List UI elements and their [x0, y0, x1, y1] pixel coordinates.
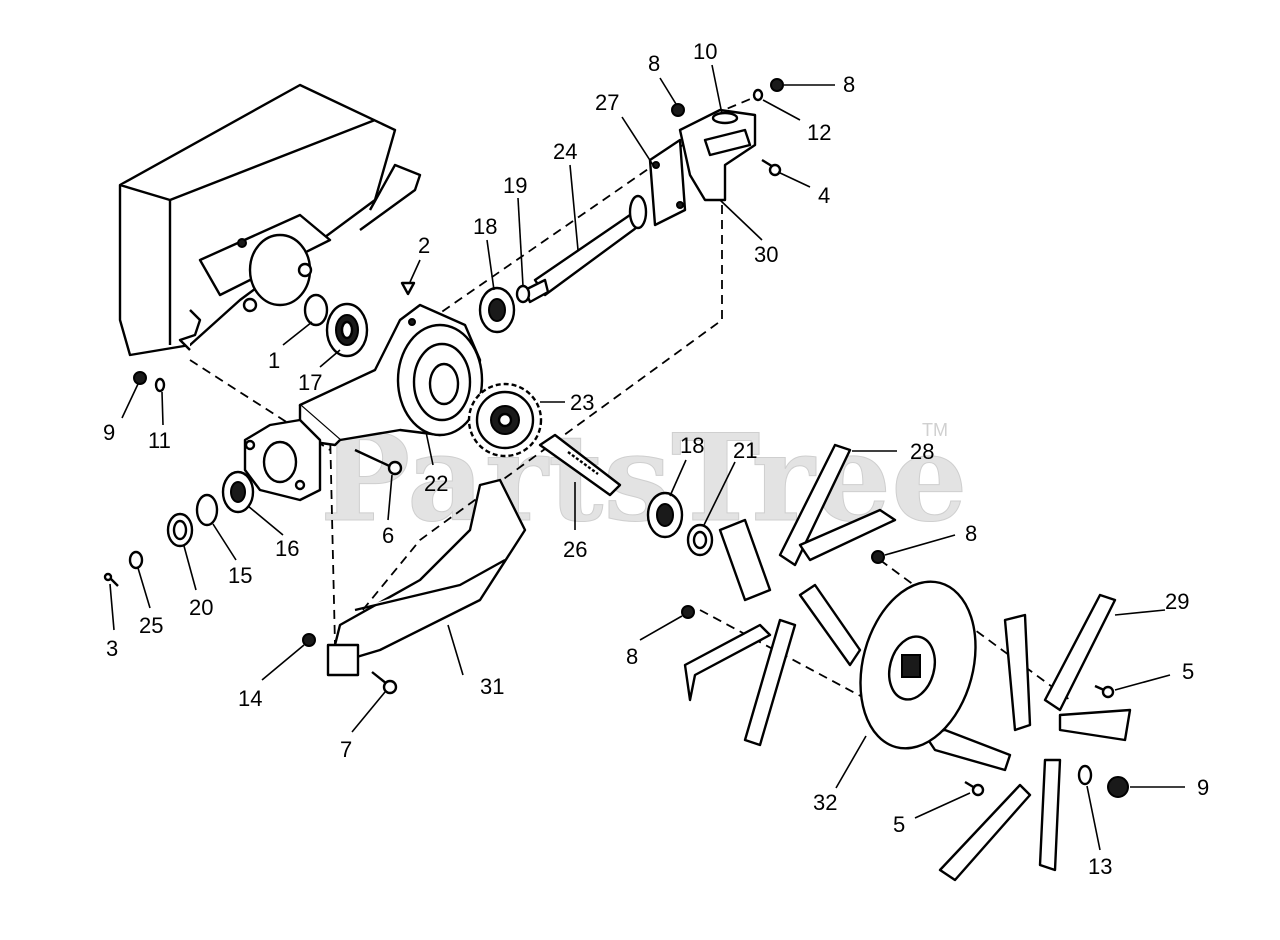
callout-8-mid-left: 8 — [626, 644, 638, 669]
nut-14 — [302, 633, 316, 647]
callout-1: 1 — [268, 348, 280, 373]
nut-9-right — [1107, 776, 1129, 798]
bolt-5-right — [1094, 684, 1115, 699]
callout-10: 10 — [693, 39, 717, 64]
bearing-16 — [221, 470, 255, 514]
tine-middle-left — [798, 583, 862, 667]
washer-13 — [1077, 764, 1093, 786]
tine-left-lower-2 — [743, 618, 797, 747]
callout-30: 30 — [754, 242, 778, 267]
callout-9-right: 9 — [1197, 775, 1209, 800]
tine-shield-housing — [118, 83, 422, 357]
callout-15: 15 — [228, 563, 252, 588]
trademark-mark: TM — [922, 420, 948, 440]
pin-10 — [711, 111, 739, 125]
tine-left-lower-1 — [683, 623, 772, 702]
shaft-24 — [523, 194, 648, 304]
nut-8-top-left — [671, 103, 685, 117]
callout-32: 32 — [813, 790, 837, 815]
seal-21 — [686, 523, 714, 557]
bearing-18-low — [646, 491, 684, 539]
callout-17: 17 — [298, 370, 322, 395]
callout-14: 14 — [238, 686, 262, 711]
callout-31: 31 — [480, 674, 504, 699]
tine-lower-right-2 — [1038, 758, 1062, 872]
axle-flange — [243, 418, 322, 502]
shaft-26 — [538, 433, 622, 497]
callout-20: 20 — [189, 595, 213, 620]
callout-25: 25 — [139, 613, 163, 638]
nut-8-top-right — [770, 78, 784, 92]
callout-8-top-right: 8 — [843, 72, 855, 97]
retaining-ring-1 — [303, 293, 329, 327]
washer-11 — [154, 377, 166, 393]
callout-22: 22 — [424, 471, 448, 496]
bearing-18-top — [478, 286, 516, 334]
tine-hub-plate-32 — [859, 580, 977, 750]
callout-leaders — [109, 64, 1185, 851]
tine-bracket-upper-left — [718, 518, 772, 602]
callout-11: 11 — [148, 428, 171, 453]
screw-3 — [103, 572, 119, 587]
callout-24: 24 — [553, 139, 577, 164]
callout-6: 6 — [382, 523, 394, 548]
snap-ring-15 — [195, 493, 219, 527]
bracket-30 — [678, 108, 757, 202]
callout-13: 13 — [1088, 854, 1112, 879]
callout-8-mid-right: 8 — [965, 521, 977, 546]
sprocket-23 — [467, 382, 543, 458]
callout-19: 19 — [503, 173, 527, 198]
callout-5-right: 5 — [1182, 659, 1194, 684]
nut-9-left — [133, 371, 147, 385]
washer-25 — [128, 550, 144, 570]
gasket-27 — [648, 138, 687, 227]
callout-7: 7 — [340, 737, 352, 762]
callout-4: 4 — [818, 183, 830, 208]
vent-plug-2 — [400, 281, 416, 296]
seal-20 — [166, 512, 194, 548]
callout-9-left: 9 — [103, 420, 115, 445]
callout-21: 21 — [733, 438, 757, 463]
screw-4 — [761, 158, 782, 177]
callout-26: 26 — [563, 537, 587, 562]
callout-23: 23 — [570, 390, 594, 415]
bolt-7 — [371, 671, 398, 695]
tine-lower-right-1 — [938, 783, 1032, 882]
callout-5-lower: 5 — [893, 812, 905, 837]
callout-3: 3 — [106, 636, 118, 661]
guard-31 — [326, 478, 527, 677]
washer-12 — [752, 88, 764, 102]
callout-labels: 1 2 3 4 5 5 6 7 8 8 8 8 9 9 10 11 12 13 … — [103, 39, 1209, 879]
tine-right-1 — [1003, 613, 1032, 732]
nut-8-right-upper — [871, 550, 885, 564]
ring-19 — [515, 284, 531, 304]
callout-18-top: 18 — [473, 214, 497, 239]
callout-2: 2 — [418, 233, 430, 258]
callout-16: 16 — [275, 536, 299, 561]
callout-29: 29 — [1165, 589, 1189, 614]
nut-8-right-lower — [681, 605, 695, 619]
gear-housing-22 — [298, 303, 484, 447]
bearing-17 — [325, 302, 369, 358]
bolt-5-lower — [964, 780, 985, 797]
callout-8-top-left: 8 — [648, 51, 660, 76]
callout-18-low: 18 — [680, 433, 704, 458]
tine-28-upper — [778, 443, 897, 567]
bolt-6 — [354, 448, 403, 476]
callout-27: 27 — [595, 90, 619, 115]
callout-28: 28 — [910, 439, 934, 464]
callout-12: 12 — [807, 120, 831, 145]
tine-29 — [1043, 593, 1132, 742]
